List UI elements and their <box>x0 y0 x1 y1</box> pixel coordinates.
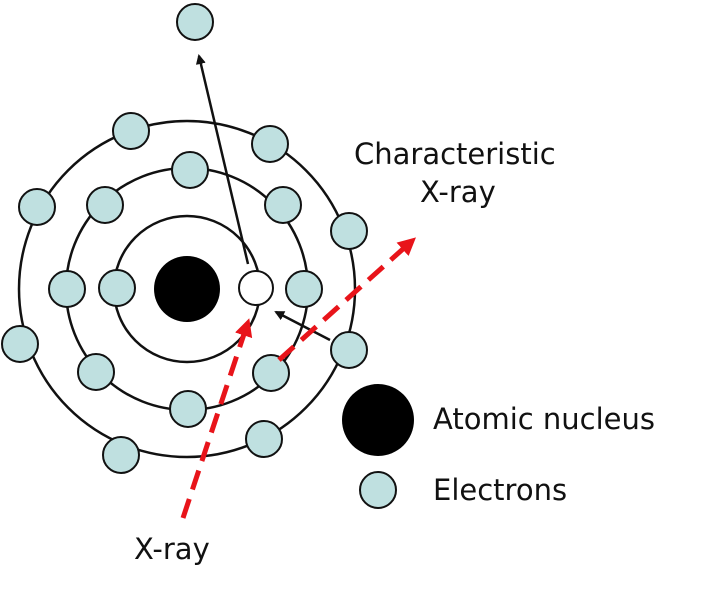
electron-vacancy <box>238 270 274 306</box>
transition-arrow <box>274 310 331 342</box>
electron <box>48 270 86 308</box>
characteristic-xray-label-line1: Characteristic <box>354 137 556 171</box>
electron <box>77 353 115 391</box>
legend-electron-swatch <box>359 471 397 509</box>
electron <box>252 354 290 392</box>
ejection-arrow <box>195 54 250 265</box>
electron <box>251 125 289 163</box>
incident-xray-label: X-ray <box>134 532 210 566</box>
electron <box>285 270 323 308</box>
legend-nucleus-swatch <box>342 384 414 456</box>
electron <box>169 390 207 428</box>
electron <box>245 420 283 458</box>
legend-nucleus-label: Atomic nucleus <box>433 402 656 436</box>
ejected-electron <box>176 3 214 41</box>
electron <box>102 436 140 474</box>
electron <box>171 151 209 189</box>
electron <box>1 325 39 363</box>
legend-electrons-label: Electrons <box>433 473 568 507</box>
electron <box>330 212 368 250</box>
electron <box>112 112 150 150</box>
atomic-nucleus <box>154 256 220 322</box>
electron <box>86 186 124 224</box>
electron <box>264 186 302 224</box>
incident-xray-arrow <box>180 318 253 519</box>
electron <box>18 188 56 226</box>
characteristic-xray-label-line2: X-ray <box>420 175 496 209</box>
electron <box>330 331 368 369</box>
electron <box>98 269 136 307</box>
